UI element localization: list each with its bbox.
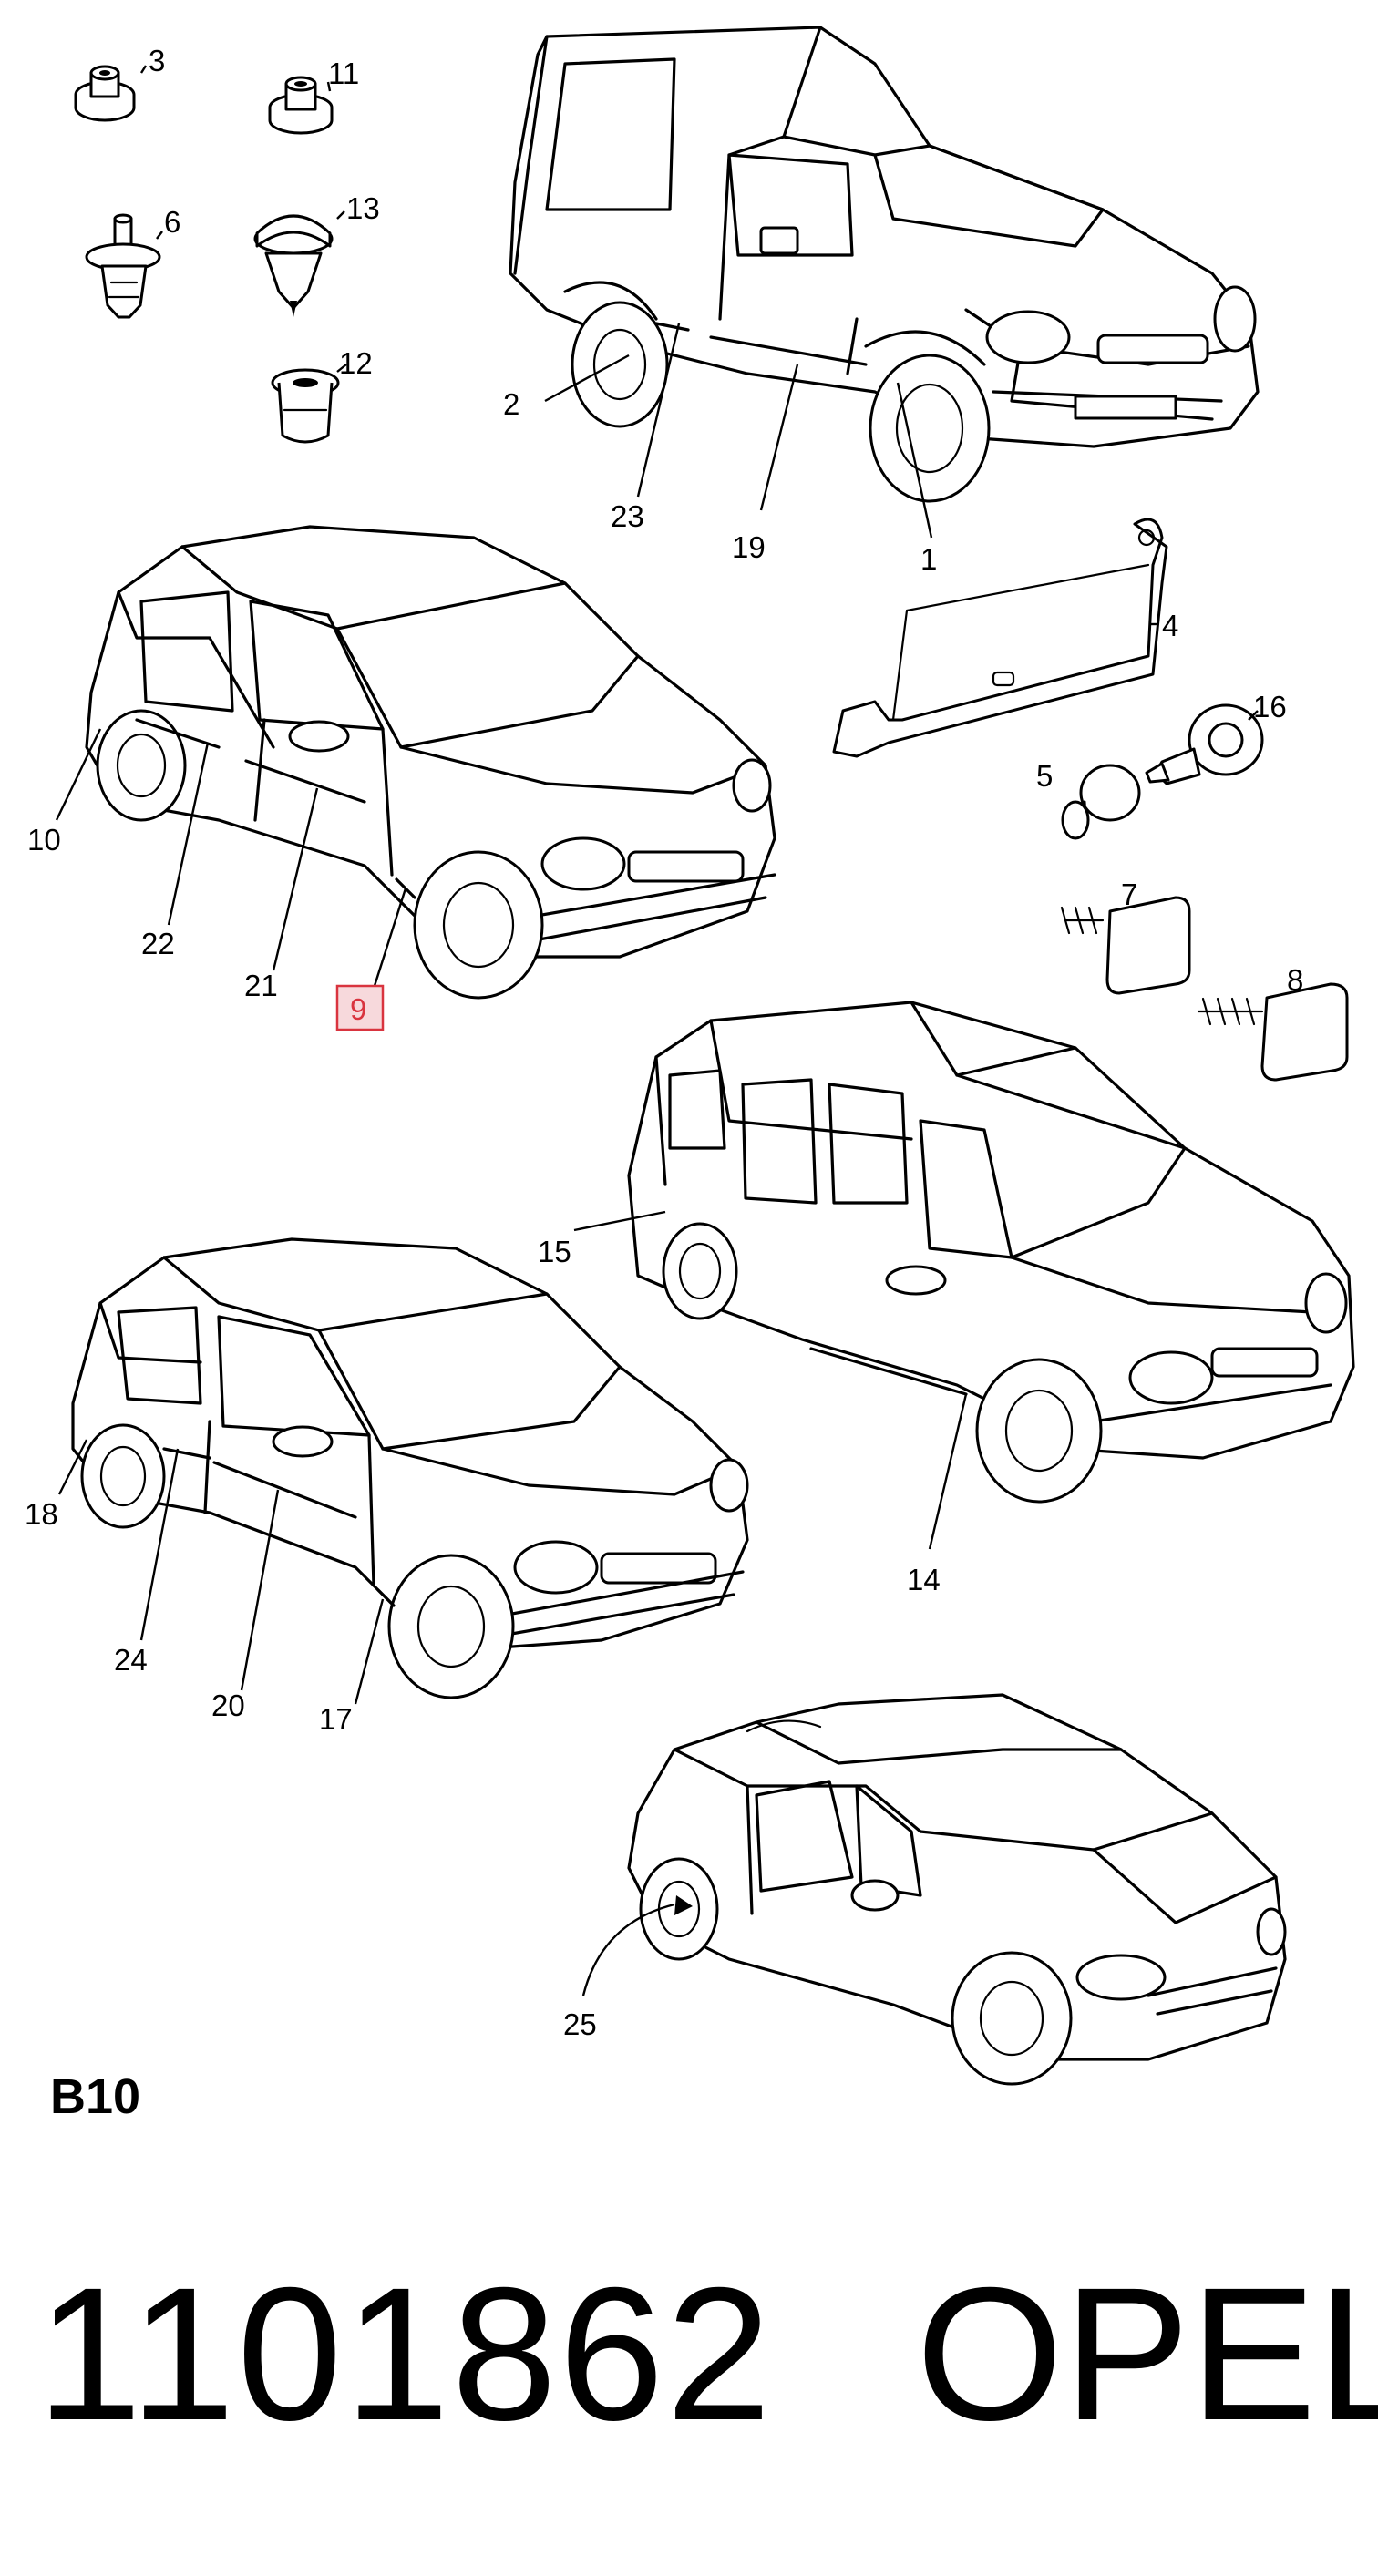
callout-10: 10 [27, 823, 61, 857]
callout-1: 1 [920, 542, 937, 576]
callout-24: 24 [114, 1643, 148, 1677]
part-3-nut-clip [74, 65, 136, 122]
callout-17: 17 [319, 1702, 353, 1736]
part-13-retainer-clip [253, 214, 334, 317]
callout-8: 8 [1287, 963, 1303, 997]
brand-name: OPEL [916, 2249, 1378, 2460]
coupe-illustration [627, 1693, 1287, 2086]
part-6-push-pin [85, 213, 161, 319]
callout-11: 11 [328, 56, 359, 90]
callout-15: 15 [538, 1235, 571, 1268]
part-16-expansion-rivet [1145, 703, 1264, 785]
callout-5: 5 [1036, 759, 1053, 793]
callout-4: 4 [1162, 609, 1178, 642]
part-12-grommet [271, 368, 340, 444]
callout-22: 22 [141, 927, 175, 960]
part-5-plug [1061, 764, 1141, 840]
estate-illustration [627, 1001, 1355, 1504]
callout-23: 23 [611, 499, 644, 533]
part-number: 1101862 [36, 2249, 774, 2460]
van-illustration [509, 26, 1260, 503]
leader-lines [55, 65, 1259, 1996]
part-8-cap-screw [1197, 982, 1349, 1082]
callout-16: 16 [1253, 690, 1287, 724]
callout-21: 21 [244, 969, 278, 1002]
part-4-bracket [832, 518, 1168, 758]
part-11-nut-clip [268, 76, 334, 135]
callout-18: 18 [25, 1497, 58, 1531]
highlight-box-9 [335, 984, 385, 1031]
callout-12: 12 [339, 346, 373, 380]
callout-6: 6 [164, 205, 180, 239]
part-7-cap-screw [1060, 896, 1191, 995]
callout-7: 7 [1121, 877, 1137, 911]
callout-3: 3 [149, 44, 165, 77]
hatchback-5door-illustration [85, 525, 776, 1000]
callout-13: 13 [346, 191, 380, 225]
callout-2: 2 [503, 387, 519, 421]
callout-20: 20 [211, 1688, 245, 1722]
callout-labels: 3 11 6 13 12 2 23 19 1 4 16 5 7 8 10 22 … [25, 44, 1303, 2041]
hatchback-3door-illustration [71, 1237, 749, 1699]
callout-19: 19 [732, 530, 766, 564]
callout-25: 25 [563, 2007, 597, 2041]
callout-9: 9 [350, 992, 366, 1026]
section-code: B10 [50, 2069, 141, 2124]
callout-14: 14 [907, 1563, 941, 1596]
